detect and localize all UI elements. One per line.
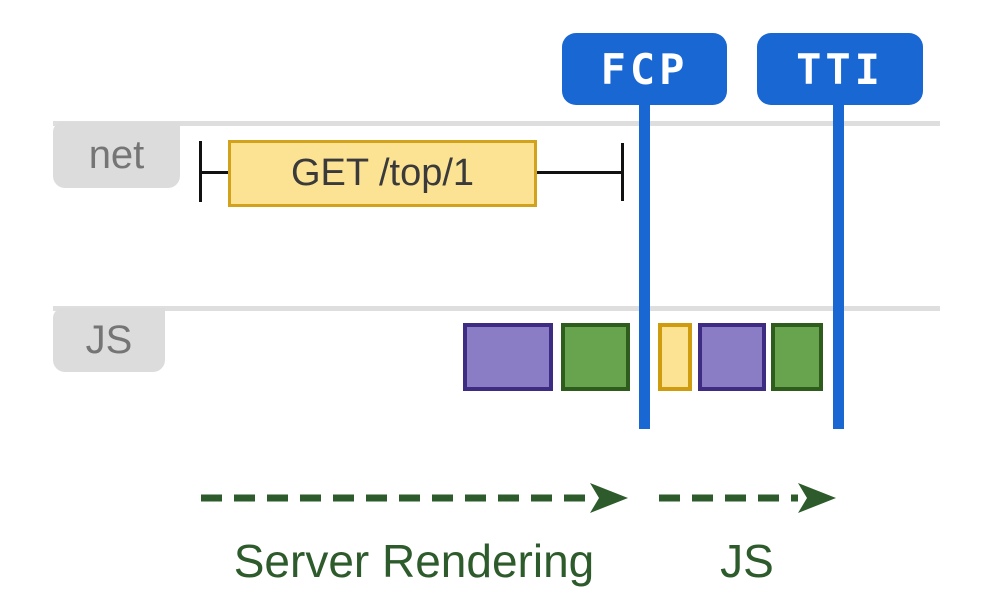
fcp-badge: FCP [562,33,727,105]
js-task-block-green-2 [771,323,823,391]
network-request-box: GET /top/1 [228,140,537,207]
js-track-tab: JS [53,308,165,372]
tti-badge: TTI [757,33,923,105]
net-track-label: net [88,132,145,177]
request-start-connector [201,171,228,174]
arrow-right-icon [590,483,628,513]
js-track-label: JS [85,317,133,362]
request-start-tick [199,141,202,202]
js-task-block-green-1 [561,323,630,391]
phase-label-js: JS [720,535,774,587]
server-rendering-dashed-arrow [201,483,628,513]
js-track-line [53,306,940,311]
js-dashed-arrow [659,483,836,513]
js-task-block-purple-2 [698,323,766,391]
js-task-block-yellow-1 [658,323,692,391]
fcp-marker-line [639,100,650,429]
js-task-block-purple-1 [463,323,553,391]
fcp-badge-label: FCP [600,44,689,94]
phase-label-server-rendering: Server Rendering [233,535,595,587]
request-end-tick [621,143,624,201]
request-end-connector [537,171,622,174]
net-track-line [53,121,940,126]
network-request-label: GET /top/1 [290,152,475,194]
arrow-right-icon [798,483,836,513]
tti-badge-label: TTI [796,44,884,94]
net-track-tab: net [53,122,180,188]
tti-marker-line [833,100,844,429]
